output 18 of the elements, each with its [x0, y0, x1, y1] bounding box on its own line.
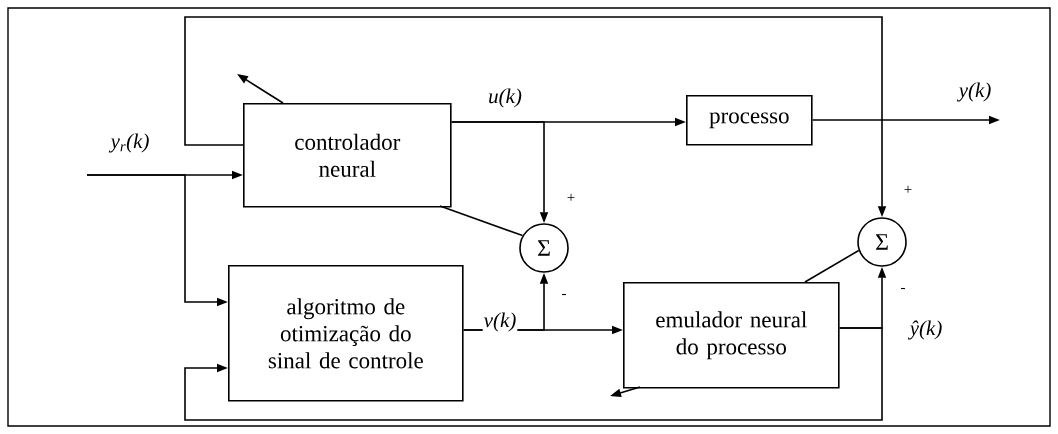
- signal-label: ŷ(k): [907, 319, 944, 341]
- sign-label: -: [562, 293, 566, 296]
- block-box: processo: [686, 95, 813, 146]
- signal-label: y$_{r}$(k): [108, 132, 151, 154]
- summing-junction: Σ: [519, 223, 569, 273]
- summing-junction: Σ: [857, 217, 907, 267]
- line: [804, 249, 860, 283]
- sign-label: +: [567, 193, 575, 201]
- block-box: controlador neural: [243, 103, 452, 208]
- block-box: algoritmo de otimização do sinal de controle: [228, 265, 464, 402]
- signal-label: v(k): [482, 311, 518, 333]
- signal-label: u(k): [487, 87, 523, 109]
- arrow: [184, 327, 883, 421]
- line: [439, 205, 524, 237]
- block-box: emulador neural do processo: [623, 282, 840, 389]
- signal-label: y(k): [956, 81, 993, 103]
- sign-label: +: [904, 185, 912, 193]
- sign-label: -: [901, 287, 905, 290]
